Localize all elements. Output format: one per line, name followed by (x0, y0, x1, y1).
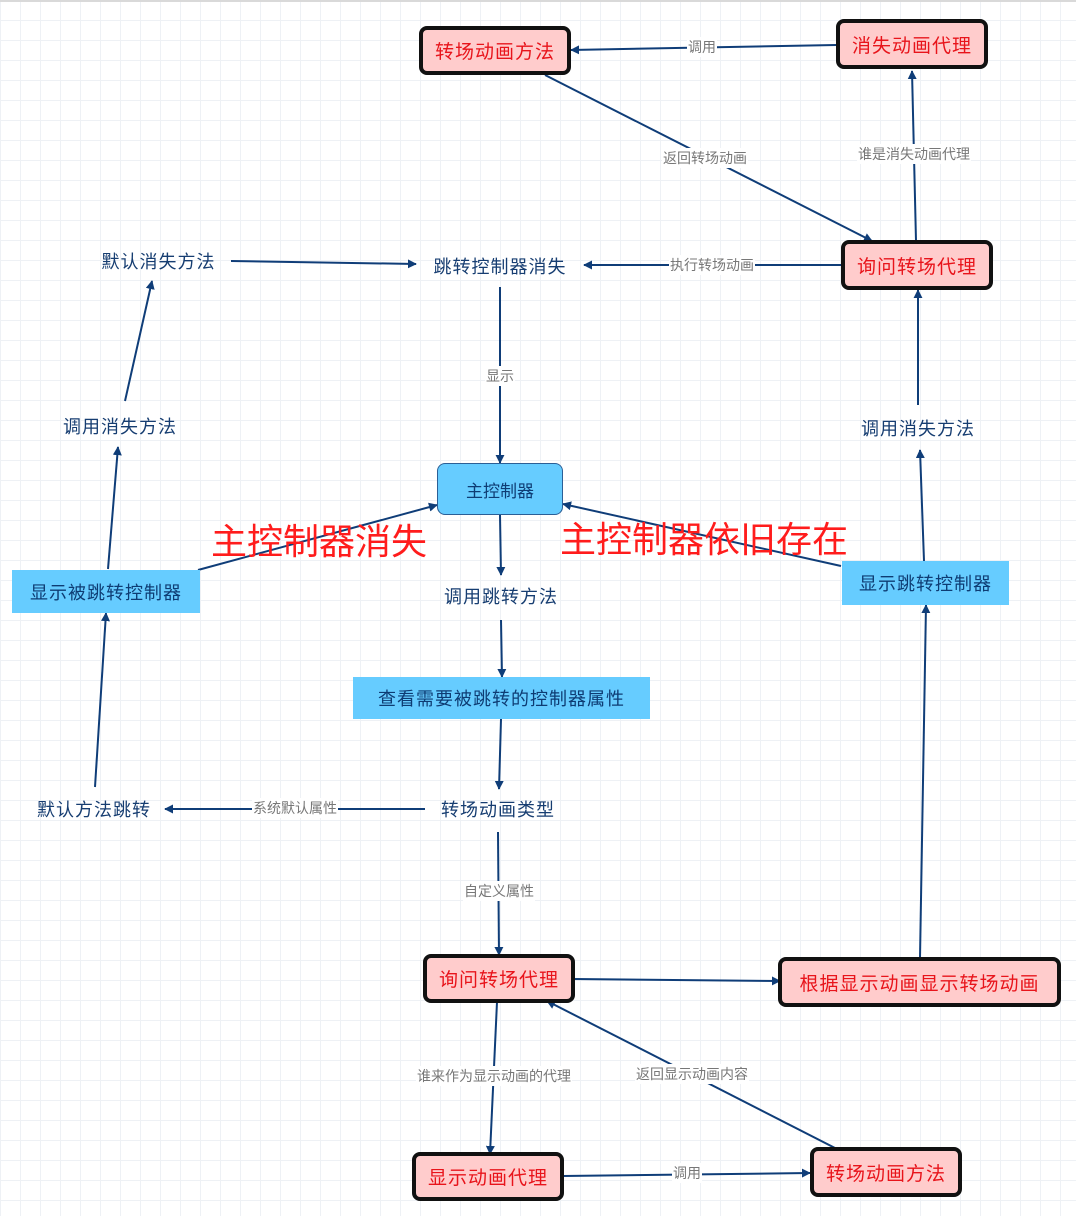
node-show-transition-by-present-animation[interactable]: 根据显示动画显示转场动画 (778, 957, 1061, 1007)
edge-show-jump-to-call-dismiss-right (915, 449, 925, 562)
node-jump-controller-dismiss[interactable]: 跳转控制器消失 (433, 257, 567, 278)
edge-label-show: 显示 (485, 366, 515, 386)
node-ask-transition-delegate-top[interactable]: 询问转场代理 (841, 240, 993, 290)
edge-label-return-trans: 返回转场动画 (662, 148, 748, 168)
node-ask-transition-delegate-bottom[interactable]: 询问转场代理 (423, 954, 575, 1003)
node-call-dismiss-method-right[interactable]: 调用消失方法 (861, 419, 975, 440)
edge-label-return-show: 返回显示动画内容 (635, 1064, 749, 1084)
edge-label-custom: 自定义属性 (463, 881, 535, 901)
node-show-jumped-controller[interactable]: 显示被跳转控制器 (12, 570, 200, 613)
edge-show-jumped-to-call-dismiss-left (107, 446, 122, 570)
annotation-main-gone: 主控制器消失 (211, 522, 428, 563)
edge-default-dismiss-to-jump-dismiss (230, 259, 417, 269)
edge-label-exec-trans: 执行转场动画 (669, 255, 755, 275)
edge-label-call-bottom: 调用 (672, 1163, 702, 1183)
annotation-main-remains: 主控制器依旧存在 (560, 520, 849, 561)
node-transition-method-bottom[interactable]: 转场动画方法 (810, 1147, 962, 1197)
edge-show-jumped-to-main (197, 502, 438, 571)
node-show-jump-controller[interactable]: 显示跳转控制器 (842, 561, 1009, 605)
node-transition-animation-type[interactable]: 转场动画类型 (441, 800, 555, 821)
node-dismiss-animation-delegate[interactable]: 消失动画代理 (836, 19, 988, 69)
top-border (0, 0, 1076, 2)
node-default-method-jump[interactable]: 默认方法跳转 (37, 800, 151, 821)
node-call-dismiss-method-left[interactable]: 调用消失方法 (63, 417, 177, 438)
edge-ask-bottom-to-by-show (573, 976, 781, 986)
node-check-controller-properties[interactable]: 查看需要被跳转的控制器属性 (353, 677, 650, 719)
node-present-animation-delegate[interactable]: 显示动画代理 (412, 1152, 564, 1201)
edge-label-system-default: 系统默认属性 (252, 798, 338, 818)
node-default-dismiss-method[interactable]: 默认消失方法 (101, 252, 216, 273)
edge-default-jump-to-show-jumped (94, 612, 110, 788)
node-main-controller[interactable]: 主控制器 (437, 463, 563, 515)
edge-label-who-present: 谁来作为显示动画的代理 (416, 1066, 572, 1086)
edge-show-jump-to-main (562, 501, 842, 567)
node-transition-method-top[interactable]: 转场动画方法 (419, 26, 571, 75)
edge-call-jump-to-check (497, 619, 507, 678)
edge-label-call-top: 调用 (687, 37, 717, 57)
edge-check-to-type (494, 718, 504, 790)
edge-call-dismiss-left-to-default-dismiss (124, 280, 155, 402)
edge-main-to-call-jump (496, 514, 506, 576)
edge-by-show-to-show-jump (919, 604, 931, 959)
node-call-jump-method[interactable]: 调用跳转方法 (444, 587, 558, 608)
edge-label-who-dismiss: 谁是消失动画代理 (857, 144, 971, 164)
